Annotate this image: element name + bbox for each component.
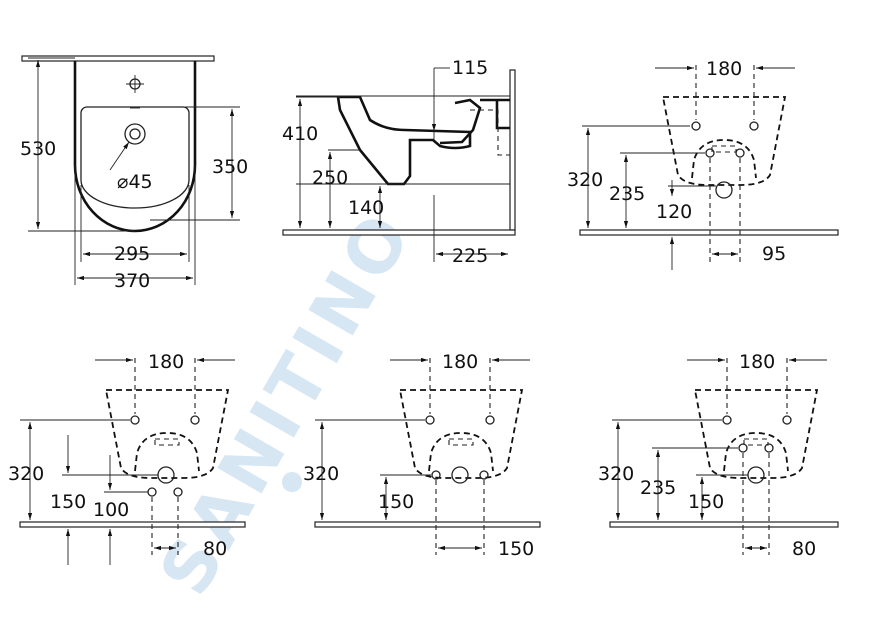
- dim-180-a: 180: [706, 58, 742, 80]
- dim-120-a: 120: [656, 201, 692, 223]
- dim-150-b: 150: [50, 491, 86, 513]
- dim-150-c: 150: [378, 491, 414, 513]
- dim-100-b: 100: [93, 499, 129, 521]
- wall-view-c: [314, 357, 541, 555]
- dim-80-d: 80: [792, 538, 816, 560]
- dim-140: 140: [348, 197, 384, 219]
- dim-150b-c: 150: [498, 538, 534, 560]
- dim-320-c: 320: [303, 463, 339, 485]
- dim-height-530: 530: [20, 138, 56, 160]
- wall-view-d: [609, 357, 839, 555]
- dim-180-d: 180: [739, 351, 775, 373]
- wall-view-a: [579, 65, 839, 270]
- dim-320-a: 320: [567, 169, 603, 191]
- dim-235-d: 235: [640, 477, 676, 499]
- dim-410: 410: [282, 123, 318, 145]
- top-view: [21, 55, 240, 285]
- dim-80-b: 80: [203, 538, 227, 560]
- dim-width-370: 370: [114, 270, 150, 292]
- watermark-drop: [282, 472, 302, 492]
- dim-320-b: 320: [8, 463, 44, 485]
- side-view: [282, 67, 516, 262]
- dim-width-295: 295: [114, 243, 150, 265]
- dim-180-c: 180: [442, 351, 478, 373]
- dim-115: 115: [452, 57, 488, 79]
- dim-150-d: 150: [688, 491, 724, 513]
- dim-320-d: 320: [598, 463, 634, 485]
- dim-235-a: 235: [609, 183, 645, 205]
- dim-250: 250: [312, 167, 348, 189]
- dim-hole-45: ⌀45: [117, 171, 153, 193]
- dim-225: 225: [452, 245, 488, 267]
- wall-view-b: [19, 357, 246, 565]
- dim-95-a: 95: [762, 243, 786, 265]
- dim-bowl-350: 350: [212, 156, 248, 178]
- watermark: SANITINO: [144, 196, 430, 609]
- dim-180-b: 180: [148, 351, 184, 373]
